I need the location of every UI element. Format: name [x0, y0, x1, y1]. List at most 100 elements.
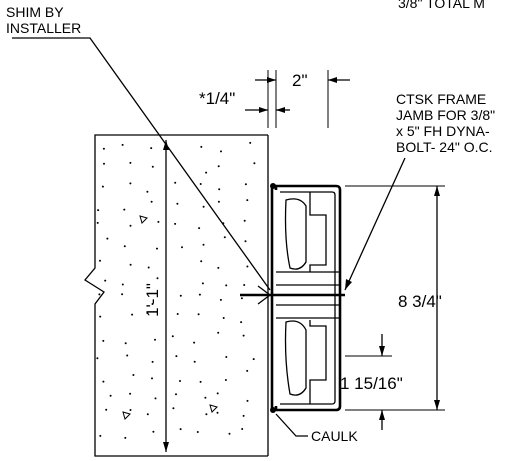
height-dimension-label: 8 3/4" [398, 292, 442, 311]
stipple-dot [101, 185, 104, 188]
stipple-dot [224, 379, 227, 381]
caulk-label: CAULK [311, 428, 358, 444]
stipple-dot [124, 436, 127, 439]
small-dimension [345, 334, 392, 430]
stipple-dot [121, 283, 124, 286]
stipple-dot [102, 380, 105, 383]
stipple-dot [205, 171, 208, 174]
total-note-partial: 3/8" TOTAL M [398, 0, 485, 11]
stipple-dot [240, 297, 243, 300]
stipple-dot [151, 165, 154, 168]
stipple-dot [179, 380, 181, 382]
stipple-dot [96, 357, 99, 360]
stipple-dot [179, 294, 182, 297]
stipple-dot [99, 315, 102, 318]
stipple-dot [146, 413, 149, 416]
caulk-leader [275, 413, 308, 437]
stipple-dot [246, 369, 249, 372]
stipple-dot [242, 414, 245, 417]
stipple-dot [243, 219, 246, 222]
stipple-dot [197, 313, 200, 316]
stipple-dot [181, 246, 183, 249]
stipple-dot [176, 313, 179, 315]
ctsk-note-line2: JAMB FOR 3/8" [396, 107, 495, 123]
stipple-dot [199, 183, 202, 185]
stipple-dot [147, 266, 150, 269]
stipple-dot [109, 394, 112, 397]
two-inch-dimension-label: 2" [292, 71, 308, 90]
stipple-dot [252, 358, 255, 361]
stipple-dot [193, 341, 196, 344]
stipple-dot [154, 338, 156, 341]
small-dimension-label: 1 15/16" [340, 374, 403, 393]
stipple-dot [199, 380, 202, 383]
stipple-dot [105, 408, 108, 411]
ctsk-note-line3: x 5" FH DYNA- [396, 123, 490, 139]
stipple-dot [154, 397, 157, 400]
stipple-dot [225, 356, 228, 358]
stipple-dot [172, 407, 175, 410]
grout-guard-shapes [284, 198, 307, 396]
stipple-dot [99, 259, 101, 262]
stipple-dot [151, 360, 154, 363]
stipple-dot [174, 181, 177, 184]
stipple-dot [171, 335, 174, 338]
stipple-dot [244, 183, 247, 186]
stipple-dot [175, 355, 178, 358]
stipple-dot [132, 374, 135, 376]
stipple-dot [175, 393, 177, 396]
stipple-dot [179, 428, 182, 431]
stipple-dot [198, 227, 201, 230]
stipple-dot [201, 282, 204, 285]
shim-label-line1: SHIM BY [6, 4, 64, 20]
stipple-dot [121, 143, 124, 146]
stipple-dot [156, 277, 159, 280]
stipple-dot [240, 321, 243, 324]
stipple-dot [102, 339, 105, 342]
concrete-stipple [96, 141, 256, 439]
stipple-dot [97, 209, 100, 212]
height-dimension [345, 185, 445, 411]
stipple-dot [129, 161, 132, 164]
stipple-dot [129, 409, 132, 411]
stipple-dot [205, 413, 208, 416]
stipple-dot [244, 240, 247, 243]
stipple-dot [218, 188, 221, 191]
stipple-dot [217, 331, 220, 334]
stipple-dot [200, 260, 203, 263]
stipple-dot [225, 284, 228, 287]
stipple-dot [228, 432, 231, 435]
stipple-dot [246, 399, 249, 402]
wall-dimension-label: 1'-1" [143, 283, 162, 317]
wall-dimension-line [163, 140, 169, 452]
stipple-dot [121, 293, 124, 296]
stipple-dot [123, 245, 126, 248]
stipple-dot [150, 147, 153, 150]
stipple-dot [222, 317, 225, 319]
stipple-dot [220, 150, 222, 153]
stipple-dot [196, 431, 199, 433]
stipple-dot [150, 200, 153, 203]
shim-leader [12, 37, 271, 291]
stipple-dot [151, 377, 153, 380]
stipple-dot [204, 396, 207, 399]
shim-label-line2: INSTALLER [6, 20, 81, 36]
quarter-inch-dimension-label: *1/4" [199, 89, 235, 108]
stipple-dot [217, 266, 220, 269]
stipple-dot [124, 342, 127, 345]
stipple-dot [253, 162, 256, 165]
ctsk-note-line4: BOLT- 24" O.C. [396, 139, 493, 155]
stipple-dot [242, 334, 245, 337]
stipple-dot [104, 279, 107, 282]
steel-jamb-frame [240, 184, 345, 412]
stipple-dot [96, 221, 99, 224]
stipple-dot [146, 190, 149, 193]
stipple-dot [246, 265, 249, 268]
ctsk-note-line1: CTSK FRAME [396, 91, 486, 107]
stipple-dot [219, 298, 222, 301]
stipple-dot [106, 237, 109, 240]
stipple-dot [176, 202, 179, 205]
stipple-dot [129, 392, 132, 395]
stipple-dot [102, 147, 105, 150]
